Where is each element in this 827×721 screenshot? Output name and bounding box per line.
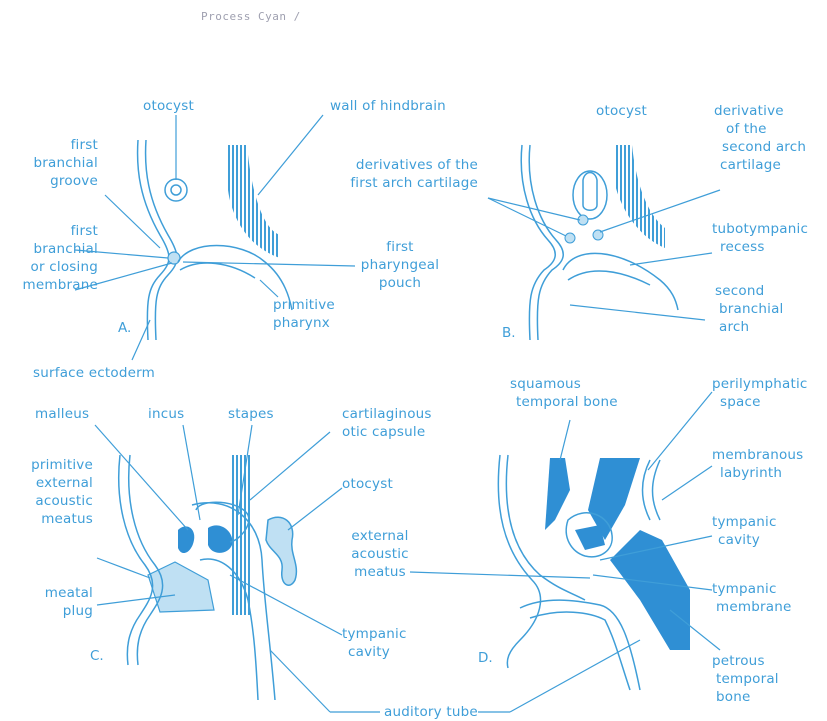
panel-a-letter: A. <box>118 320 131 336</box>
label-d-tympanic-membrane: tympanic membrane <box>712 580 791 616</box>
panel-c-letter: C. <box>90 648 104 664</box>
panel-d-drawing <box>410 392 720 690</box>
label-auditory-tube: auditory tube <box>384 703 478 721</box>
d-squamous-bone <box>545 458 570 530</box>
label-b-otocyst: otocyst <box>596 102 647 120</box>
label-d-petrous-temporal-bone: petrous temporal bone <box>712 652 779 706</box>
label-a-first-pharyngeal-pouch: first pharyngeal pouch <box>355 238 445 292</box>
label-b-derivative-second-arch-cartilage: derivative of the second arch cartilage <box>714 102 806 174</box>
a-otocyst-inner <box>171 185 181 195</box>
label-c-incus: incus <box>148 405 184 423</box>
label-d-squamous-temporal-bone: squamous temporal bone <box>510 375 618 411</box>
panel-b-letter: B. <box>502 325 516 341</box>
a-hindbrain-wall <box>228 145 280 258</box>
label-b-second-branchial-arch: second branchial arch <box>715 282 784 336</box>
b-hindbrain-wall <box>614 145 665 248</box>
a-otocyst-outer <box>165 179 187 201</box>
d-petrous-bone <box>610 530 690 650</box>
label-d-perilymphatic-space: perilymphatic space <box>712 375 808 411</box>
c-malleus <box>178 526 194 553</box>
label-d-membranous-labyrinth: membranous labyrinth <box>712 446 803 482</box>
c-incus <box>208 525 232 552</box>
label-c-tympanic-cavity: tympanic cavity <box>342 625 407 661</box>
label-a-otocyst: otocyst <box>143 97 194 115</box>
label-c-primitive-external-acoustic-meatus: primitive external acoustic meatus <box>5 456 93 528</box>
label-a-primitive-pharynx: primitive pharynx <box>273 296 335 332</box>
label-c-stapes: stapes <box>228 405 274 423</box>
label-d-tympanic-cavity: tympanic cavity <box>712 513 777 549</box>
label-a-wall-of-hindbrain: wall of hindbrain <box>330 97 446 115</box>
label-a-surface-ectoderm: surface ectoderm <box>33 364 155 382</box>
label-c-meatal-plug: meatal plug <box>5 584 93 620</box>
label-a-first-branchial-groove: first branchial groove <box>20 136 98 190</box>
panel-b-drawing <box>488 145 720 340</box>
label-a-first-branchial-closing-membrane: first branchial or closing membrane <box>8 222 98 294</box>
label-c-otocyst: otocyst <box>342 475 393 493</box>
label-c-cartilaginous-otic-capsule: cartilaginous otic capsule <box>342 405 432 441</box>
label-external-acoustic-meatus: external acoustic meatus <box>340 527 420 581</box>
label-b-derivatives-first-arch-cartilage: derivatives of the first arch cartilage <box>318 156 478 192</box>
panel-c-drawing <box>95 425 342 700</box>
label-c-malleus: malleus <box>35 405 89 423</box>
panel-d-letter: D. <box>478 650 493 666</box>
label-b-tubotympanic-recess: tubotympanic recess <box>712 220 808 256</box>
